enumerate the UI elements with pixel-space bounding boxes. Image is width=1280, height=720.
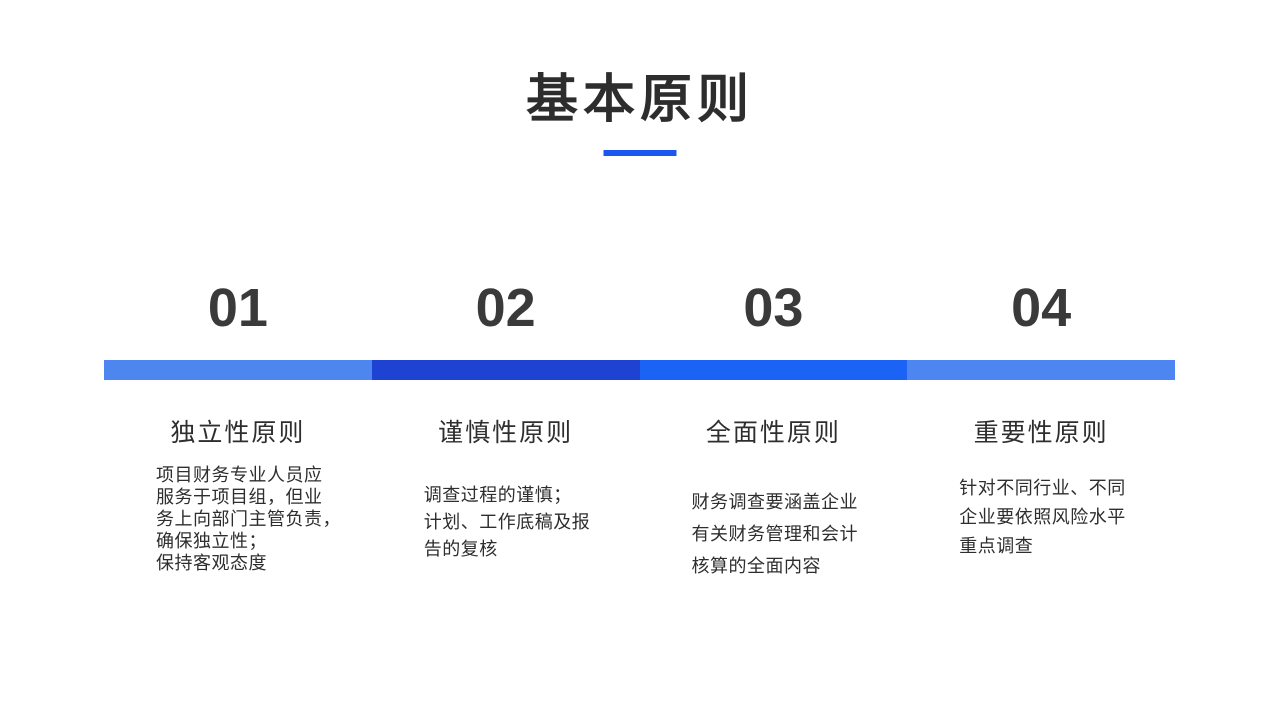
bar-segment: [104, 360, 372, 380]
column-number: 02: [475, 278, 536, 338]
column-number: 04: [1011, 278, 1072, 338]
column-heading: 独立性原则: [170, 420, 306, 447]
column-heading: 谨慎性原则: [438, 420, 574, 447]
column-body: 财务调查要涵盖企业 有关财务管理和会计 核算的全面内容: [691, 492, 858, 576]
column-body: 针对不同行业、不同 企业要依照风险水平 重点调查: [959, 478, 1126, 556]
bar-segment: [639, 360, 908, 380]
bar-segment: [907, 360, 1175, 380]
page-title: 基本原则: [525, 71, 754, 129]
title-underline: [603, 150, 677, 156]
column-body: 调查过程的谨慎； 计划、工作底稿及报 告的复核: [423, 485, 591, 559]
principle-column-3: 03 全面性原则 财务调查要涵盖企业 有关财务管理和会计 核算的全面内容: [639, 268, 908, 582]
principle-column-1: 01 独立性原则 项目财务专业人员应 服务于项目组，但业 务上向部门主管负责， …: [104, 268, 372, 582]
column-number: 03: [743, 278, 804, 338]
column-number: 01: [207, 278, 268, 338]
principles-grid: 01 独立性原则 项目财务专业人员应 服务于项目组，但业 务上向部门主管负责， …: [104, 268, 1175, 582]
column-heading: 重要性原则: [973, 420, 1109, 447]
principle-column-4: 04 重要性原则 针对不同行业、不同 企业要依照风险水平 重点调查: [907, 268, 1175, 582]
column-heading: 全面性原则: [705, 420, 841, 447]
bar-segment: [371, 360, 640, 380]
principle-column-2: 02 谨慎性原则 调查过程的谨慎； 计划、工作底稿及报 告的复核: [371, 268, 640, 582]
column-body: 项目财务专业人员应 服务于项目组，但业 务上向部门主管负责， 确保独立性； 保持…: [156, 465, 341, 573]
